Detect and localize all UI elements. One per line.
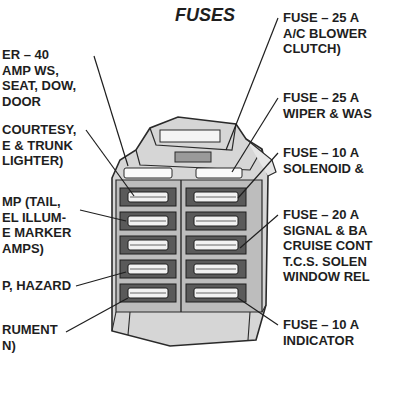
fuse-holder xyxy=(120,212,176,230)
fuse-panel-face xyxy=(116,180,262,312)
fuse-holder xyxy=(120,260,176,278)
title: FUSES xyxy=(175,5,235,26)
fuse-label: RUMENT N) xyxy=(2,322,60,353)
fuse xyxy=(194,192,238,202)
fuse-label: FUSE – 10 A SOLENOID & xyxy=(283,145,366,176)
fuse xyxy=(128,288,168,298)
fuse-holder xyxy=(120,188,176,206)
fuse-holder xyxy=(186,284,246,302)
fuse-holder xyxy=(120,284,176,302)
fuse-holder xyxy=(186,236,246,254)
fuse xyxy=(194,240,238,250)
fuse-holder xyxy=(186,212,246,230)
fuse-label: FUSE – 20 A SIGNAL & BA CRUISE CONT T.C.… xyxy=(283,207,375,285)
mounting-tab xyxy=(246,139,276,176)
fuse xyxy=(194,264,238,274)
fuse-label: FUSE – 25 A A/C BLOWER CLUTCH) xyxy=(283,10,369,57)
fuse-rows xyxy=(120,188,246,302)
fuse-label: COURTESY, E & TRUNK LIGHTER) xyxy=(2,122,79,169)
fuse xyxy=(194,288,238,298)
fuse-label: ER – 40 AMP WS, SEAT, DOW, DOOR xyxy=(2,47,79,109)
fuse-label: P, HAZARD xyxy=(2,278,74,294)
fuse xyxy=(128,216,168,226)
fuse xyxy=(124,168,172,178)
fuse-label: FUSE – 10 A INDICATOR xyxy=(283,317,362,348)
fuse-holder xyxy=(186,260,246,278)
fuse xyxy=(128,192,168,202)
fuse xyxy=(196,168,242,178)
fuse-holder xyxy=(186,188,246,206)
fuse xyxy=(194,216,238,226)
fuse-holder xyxy=(120,236,176,254)
leader-lines xyxy=(66,18,278,332)
fuse xyxy=(128,264,168,274)
fuse-label: MP (TAIL, EL ILLUM- E MARKER AMPS) xyxy=(2,194,74,256)
fuse xyxy=(128,240,168,250)
fuse-label: FUSE – 25 A WIPER & WAS xyxy=(283,90,374,121)
